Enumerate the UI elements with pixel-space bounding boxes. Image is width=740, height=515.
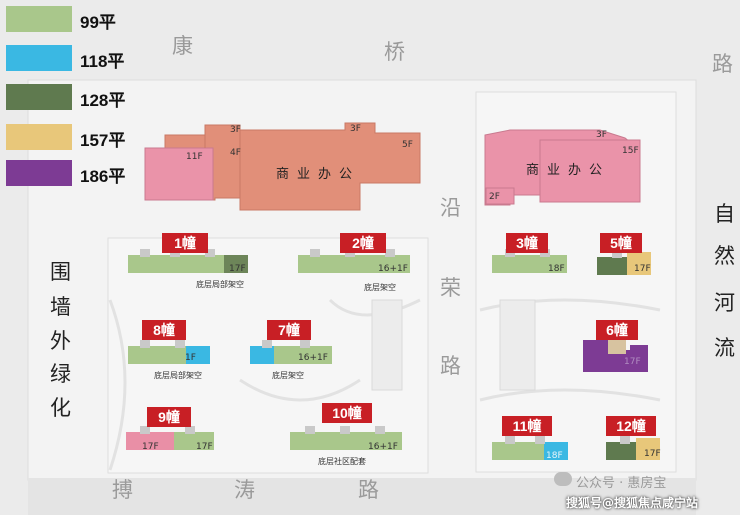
commercial-floor: 3F	[350, 124, 361, 134]
road-label-top: 康	[172, 34, 193, 58]
road-label-left: 外	[50, 329, 71, 353]
legend-item-128: 128平	[6, 84, 136, 110]
legend-label: 157平	[80, 131, 126, 150]
building-7-footprint	[250, 340, 332, 364]
building-11-footprint	[492, 436, 568, 460]
building-6-footprint	[583, 338, 648, 372]
road-label-top: 路	[712, 52, 733, 76]
road-label-left: 墙	[50, 295, 71, 319]
building-3-label[interactable]: 3幢	[506, 233, 548, 253]
commercial-floor: 2F	[489, 192, 500, 202]
building-10-label[interactable]: 10幢	[322, 403, 372, 423]
building-9-label[interactable]: 9幢	[147, 407, 191, 427]
building-2-note: 底层架空	[364, 283, 396, 292]
building-2-floor: 16+1F	[378, 264, 408, 274]
building-2-footprint	[298, 249, 410, 273]
building-6-label[interactable]: 6幢	[596, 320, 638, 340]
legend-swatch	[6, 124, 72, 150]
road-label-right: 然	[714, 244, 735, 268]
building-5-label[interactable]: 5幢	[600, 233, 642, 253]
legend-swatch	[6, 84, 72, 110]
building-1-floor: 17F	[229, 264, 246, 274]
building-6-floor: 17F	[624, 357, 641, 367]
building-2-label[interactable]: 2幢	[340, 233, 386, 253]
building-5-floor: 17F	[634, 264, 651, 274]
building-10-footprint	[290, 426, 402, 450]
building-12-footprint	[606, 436, 660, 460]
wechat-icon	[554, 472, 572, 486]
commercial-east-building	[484, 129, 641, 206]
road-label-bottom: 涛	[234, 478, 255, 502]
building-7-floor: 16+1F	[298, 353, 328, 363]
commercial-west-label: 商业办公	[276, 167, 361, 182]
building-9-floor: 17F	[142, 442, 159, 452]
legend-label: 99平	[80, 13, 116, 32]
commercial-floor: 11F	[186, 152, 203, 162]
building-5-footprint	[597, 250, 651, 275]
building-11-floor: 18F	[546, 451, 563, 461]
road-label-bottom: 搏	[112, 478, 133, 502]
legend-label: 128平	[80, 91, 126, 110]
road-label-middle: 沿	[440, 196, 461, 220]
legend-item-99: 99平	[6, 6, 136, 32]
road-label-bottom: 路	[358, 478, 379, 502]
building-1-footprint	[128, 249, 248, 273]
building-8-label[interactable]: 8幢	[142, 320, 186, 340]
legend-swatch	[6, 160, 72, 186]
legend-label: 186平	[80, 167, 126, 186]
building-10-note: 底层社区配套	[318, 457, 366, 466]
building-7-note: 底层架空	[272, 371, 304, 380]
building-7-label[interactable]: 7幢	[267, 320, 311, 340]
commercial-east-label: 商业办公	[526, 163, 611, 178]
building-11-label[interactable]: 11幢	[502, 416, 552, 436]
building-12-floor: 17F	[644, 449, 661, 459]
legend-swatch	[6, 45, 72, 71]
commercial-floor: 3F	[230, 125, 241, 135]
legend-label: 118平	[80, 52, 125, 71]
road-label-left: 围	[50, 260, 71, 284]
legend-swatch	[6, 6, 72, 32]
building-3-floor: 18F	[548, 264, 565, 274]
building-9-footprint	[126, 426, 214, 450]
commercial-floor: 4F	[230, 148, 241, 158]
legend-item-186: 186平	[6, 160, 136, 186]
commercial-west-building	[144, 122, 421, 211]
road-label-left: 化	[50, 396, 71, 420]
road-label-right: 流	[714, 336, 735, 360]
legend-item-118: 118平	[6, 45, 136, 71]
commercial-floor: 15F	[622, 146, 639, 156]
road-label-right: 自	[714, 202, 735, 226]
legend-item-157: 157平	[6, 124, 136, 150]
road-label-right: 河	[714, 291, 735, 315]
wechat-watermark-text: 公众号 · 惠房宝	[576, 476, 667, 491]
building-8-floor: 1F	[185, 353, 196, 363]
building-8-footprint	[128, 340, 210, 364]
building-8-note: 底层局部架空	[154, 371, 202, 380]
road-label-left: 绿	[50, 362, 71, 386]
commercial-floor: 3F	[596, 130, 607, 140]
building-10-floor: 16+1F	[368, 442, 398, 452]
road-label-middle: 荣	[440, 276, 461, 300]
road-label-top: 桥	[384, 40, 405, 64]
building-1-note: 底层局部架空	[196, 280, 244, 289]
building-12-label[interactable]: 12幢	[606, 416, 656, 436]
sohu-watermark: 搜狐号@搜狐焦点咸宁站	[566, 496, 699, 510]
road-label-middle: 路	[440, 354, 461, 378]
building-1-label[interactable]: 1幢	[162, 233, 208, 253]
building-9-floor-2: 17F	[196, 442, 213, 452]
commercial-floor: 5F	[402, 140, 413, 150]
building-3-footprint	[492, 249, 567, 273]
